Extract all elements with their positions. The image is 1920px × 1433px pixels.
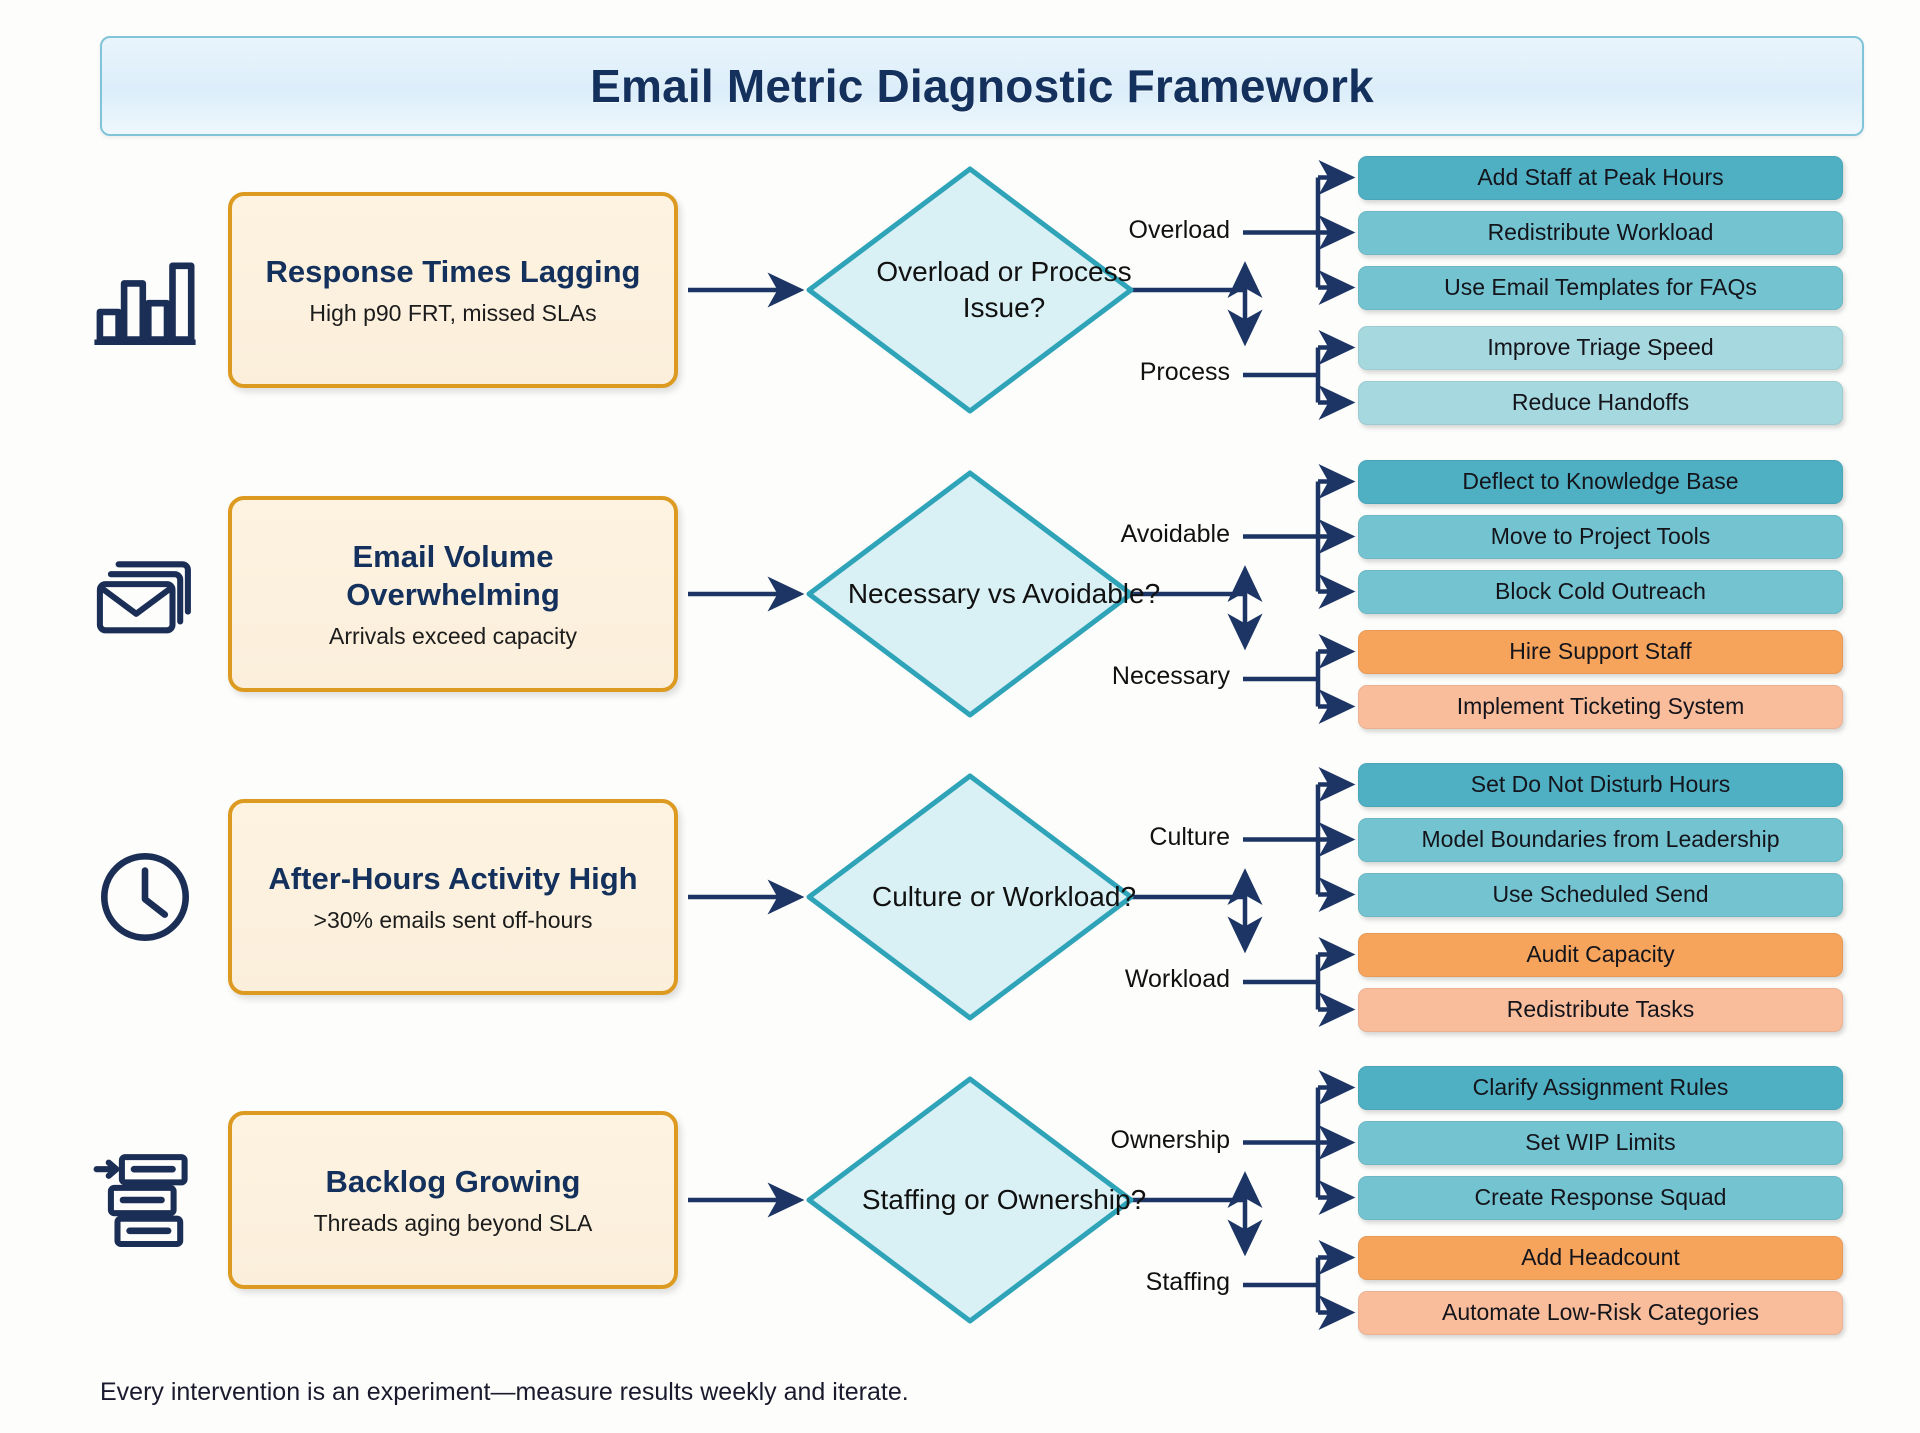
action-box-label: Model Boundaries from Leadership <box>1421 826 1780 852</box>
action-box-label: Hire Support Staff <box>1509 638 1692 664</box>
problem-title: Email Volume Overwhelming <box>346 538 560 612</box>
action-box[interactable]: Hire Support Staff <box>1358 629 1843 674</box>
problem-title: Backlog Growing <box>325 1163 581 1199</box>
action-box-label: Clarify Assignment Rules <box>1472 1074 1729 1100</box>
branch-label: Ownership <box>1110 1125 1231 1154</box>
action-box[interactable]: Model Boundaries from Leadership <box>1358 817 1843 862</box>
action-box-label: Redistribute Workload <box>1487 219 1714 245</box>
action-box[interactable]: Improve Triage Speed <box>1358 325 1843 370</box>
action-box-label: Use Scheduled Send <box>1492 881 1709 907</box>
problem-subtitle: Arrivals exceed capacity <box>329 622 577 649</box>
action-box-label: Use Email Templates for FAQs <box>1444 274 1757 300</box>
action-box-label: Redistribute Tasks <box>1506 996 1695 1022</box>
decision-label: Necessary vs Avoidable? <box>847 577 1161 609</box>
problem-title: After-Hours Activity High <box>268 860 638 896</box>
action-box[interactable]: Reduce Handoffs <box>1358 380 1843 425</box>
action-box[interactable]: Deflect to Knowledge Base <box>1358 459 1843 504</box>
action-box-label: Block Cold Outreach <box>1495 578 1706 604</box>
decision-diamond-4[interactable]: Staffing or Ownership? <box>805 1075 1146 1325</box>
action-box-label: Reduce Handoffs <box>1511 389 1690 415</box>
decision-diamond-1[interactable]: Overload or Process Issue? <box>805 165 1135 415</box>
problem-subtitle: Threads aging beyond SLA <box>313 1209 593 1236</box>
decision-diamond-3[interactable]: Culture or Workload? <box>805 772 1136 1022</box>
decision-label: Staffing or Ownership? <box>861 1183 1147 1215</box>
page-title-text: Email Metric Diagnostic Framework <box>590 60 1374 112</box>
action-box-label: Move to Project Tools <box>1490 523 1711 549</box>
action-box[interactable]: Redistribute Workload <box>1358 210 1843 255</box>
action-box[interactable]: Clarify Assignment Rules <box>1358 1065 1843 1110</box>
action-box-label: Improve Triage Speed <box>1487 334 1714 360</box>
page-title: Email Metric Diagnostic Framework <box>100 36 1864 136</box>
branch-label: Overload <box>1128 215 1230 244</box>
problem-card-3[interactable]: After-Hours Activity High >30% emails sen… <box>228 799 678 995</box>
branch-label: Workload <box>1124 965 1230 993</box>
action-box[interactable]: Add Headcount <box>1358 1235 1843 1280</box>
action-box-label: Add Headcount <box>1521 1244 1680 1270</box>
action-box-label: Implement Ticketing System <box>1456 693 1745 719</box>
action-box[interactable]: Set WIP Limits <box>1358 1120 1843 1165</box>
action-box[interactable]: Automate Low-Risk Categories <box>1358 1290 1843 1335</box>
action-box-label: Add Staff at Peak Hours <box>1477 164 1724 190</box>
branch-label: Staffing <box>1145 1268 1230 1296</box>
backlog-queue-icon <box>90 1145 200 1255</box>
decision-label: Culture or Workload? <box>871 880 1137 912</box>
action-box[interactable]: Add Staff at Peak Hours <box>1358 155 1843 200</box>
bar-chart-icon <box>90 235 200 345</box>
problem-subtitle: >30% emails sent off-hours <box>313 906 593 933</box>
problem-title: Response Times Lagging <box>265 253 641 289</box>
decision-label: Overload or Process Issue? <box>876 255 1132 323</box>
branch-label: Necessary <box>1111 662 1230 690</box>
action-box-label: Audit Capacity <box>1526 941 1675 967</box>
action-box[interactable]: Use Scheduled Send <box>1358 872 1843 917</box>
branch-label: Avoidable <box>1120 519 1230 548</box>
branch-label: Culture <box>1149 822 1230 851</box>
problem-subtitle: High p90 FRT, missed SLAs <box>309 299 597 326</box>
action-box-label: Set WIP Limits <box>1525 1129 1676 1155</box>
action-box[interactable]: Set Do Not Disturb Hours <box>1358 762 1843 807</box>
stacked-envelopes-icon <box>90 539 200 649</box>
action-box-label: Set Do Not Disturb Hours <box>1470 771 1731 797</box>
action-box[interactable]: Audit Capacity <box>1358 932 1843 977</box>
action-box[interactable]: Move to Project Tools <box>1358 514 1843 559</box>
action-box-label: Create Response Squad <box>1474 1184 1727 1210</box>
action-box[interactable]: Block Cold Outreach <box>1358 569 1843 614</box>
decision-diamond-2[interactable]: Necessary vs Avoidable? <box>805 469 1160 719</box>
branch-label: Process <box>1139 358 1230 386</box>
footer-note: Every intervention is an experiment—meas… <box>100 1378 909 1406</box>
clock-icon <box>90 842 200 952</box>
action-box[interactable]: Redistribute Tasks <box>1358 987 1843 1032</box>
action-box[interactable]: Implement Ticketing System <box>1358 684 1843 729</box>
action-box-label: Deflect to Knowledge Base <box>1462 468 1739 494</box>
action-box-label: Automate Low-Risk Categories <box>1441 1299 1760 1325</box>
action-box[interactable]: Use Email Templates for FAQs <box>1358 265 1843 310</box>
action-box[interactable]: Create Response Squad <box>1358 1175 1843 1220</box>
